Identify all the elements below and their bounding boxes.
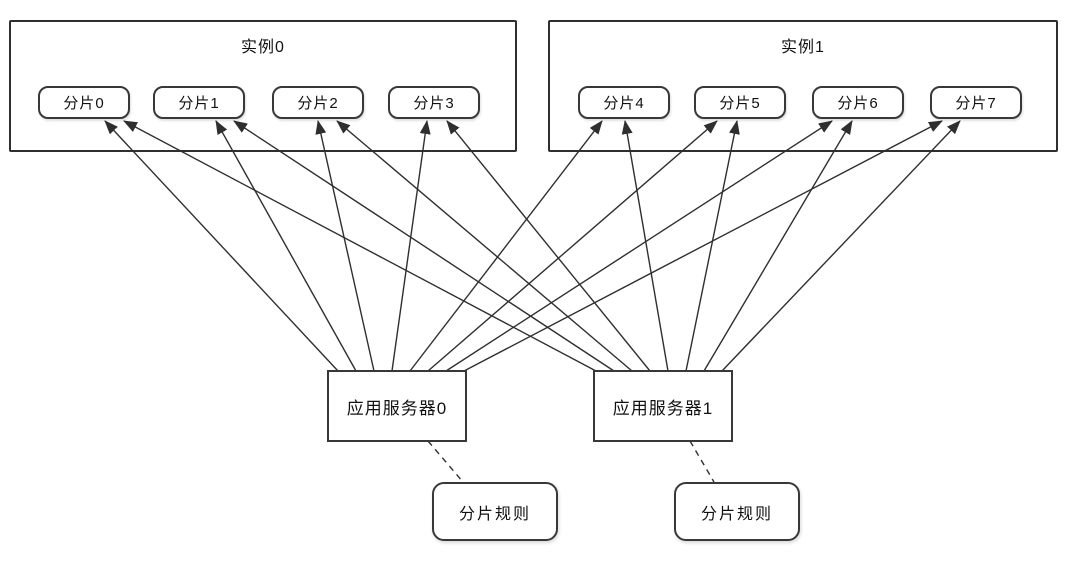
shard6-node: 分片6 (812, 86, 904, 119)
edge-line (445, 120, 833, 372)
instance0-title: 实例0 (241, 39, 285, 56)
shard4-label: 分片4 (603, 95, 645, 112)
instance1-title: 实例1 (781, 39, 825, 56)
shard0-node: 分片0 (38, 86, 130, 119)
edge-line (233, 120, 615, 372)
shard3-label: 分片3 (413, 95, 455, 112)
app-server1-node: 应用服务器1 (593, 370, 733, 442)
edge-line (104, 120, 339, 372)
edge-line (336, 120, 633, 372)
shard7-node: 分片7 (930, 86, 1022, 119)
app-server0-label: 应用服务器0 (346, 398, 448, 418)
edge-line (215, 120, 357, 372)
edge-line (703, 120, 853, 372)
shard3-node: 分片3 (388, 86, 480, 119)
app-server1-label: 应用服务器1 (612, 398, 714, 418)
shard0-label: 分片0 (63, 95, 105, 112)
edge-line (685, 120, 740, 372)
shard4-node: 分片4 (578, 86, 670, 119)
edge-line (123, 120, 597, 372)
shard5-label: 分片5 (719, 95, 761, 112)
edge-line (427, 120, 718, 372)
edge-line (427, 440, 464, 483)
sharding-rule0-node: 分片规则 (432, 482, 558, 541)
edge-line (409, 120, 603, 372)
edge-line (315, 120, 375, 372)
edge-line (721, 120, 961, 372)
edge-line (621, 120, 669, 372)
edge-line (463, 120, 943, 372)
shard2-node: 分片2 (272, 86, 364, 119)
sharding-rule0-label: 分片规则 (458, 505, 531, 523)
shard2-label: 分片2 (297, 95, 339, 112)
edge-line (446, 120, 651, 372)
shard5-node: 分片5 (694, 86, 786, 119)
sharding-rule1-label: 分片规则 (700, 505, 773, 523)
shard1-node: 分片1 (153, 86, 245, 119)
shard1-label: 分片1 (178, 95, 220, 112)
edge-line (391, 120, 431, 372)
shard6-label: 分片6 (837, 95, 879, 112)
sharding-rule1-node: 分片规则 (674, 482, 800, 541)
app-server0-node: 应用服务器0 (327, 370, 467, 442)
shard7-label: 分片7 (955, 95, 997, 112)
edge-line (689, 440, 715, 483)
